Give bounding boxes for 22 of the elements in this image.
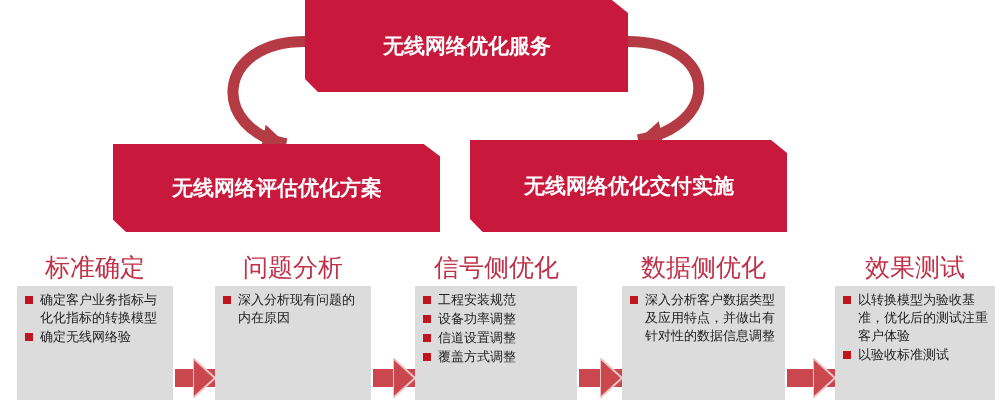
bullet-text: 以验收标准测试 [858, 346, 949, 364]
block-arrow [175, 357, 216, 399]
bullet-text: 工程安装规范 [438, 291, 516, 309]
stage-heading: 问题分析 [242, 252, 344, 284]
bullet-text: 确定客户业务指标与化化指标的转换模型 [40, 291, 158, 327]
bullet-text: 信道设置调整 [438, 329, 516, 347]
bullet-text: 以转换模型为验收基准，优化后的测试注重客户体验 [858, 291, 989, 345]
title-banner: 无线网络优化服务 [305, 0, 628, 92]
title-banner: 无线网络评估优化方案 [113, 144, 440, 232]
block-arrow [787, 357, 836, 399]
stage-heading: 标准确定 [44, 252, 146, 284]
title-banner: 无线网络优化交付实施 [470, 140, 787, 232]
block-arrow [579, 357, 623, 399]
bullet-text: 设备功率调整 [438, 310, 516, 328]
stage-heading: 效果测试 [864, 252, 966, 284]
stage-heading: 信号侧优化 [432, 252, 560, 284]
bullet-text: 深入分析现有问题的内在原因 [238, 291, 356, 327]
bullet-text: 确定无线网络验 [40, 328, 131, 346]
block-arrow [373, 357, 416, 399]
stage-heading: 数据侧优化 [640, 252, 767, 284]
bullet-text: 覆盖方式调整 [438, 348, 516, 366]
bullet-text: 深入分析客户数据类型及应用特点，并做出有针对性的数据信息调整 [645, 291, 776, 345]
